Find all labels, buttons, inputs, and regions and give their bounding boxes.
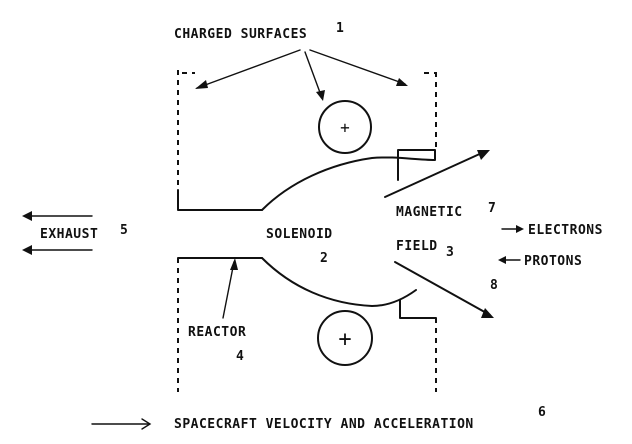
magnetic-number: 7 <box>488 201 496 216</box>
field-line-upper-head <box>477 150 490 160</box>
velocity-arrow-head <box>141 418 152 430</box>
charged-arrow-left-head <box>195 80 208 89</box>
upper-left-base <box>177 189 263 211</box>
velocity-number: 6 <box>538 405 546 420</box>
field-label: FIELD <box>396 239 438 254</box>
protons-arrow-head <box>498 256 506 264</box>
electrons-label: ELECTRONS <box>528 223 603 238</box>
upper-coil-plus: + <box>340 118 350 137</box>
lower-coil <box>317 310 373 366</box>
charged-surfaces-number: 1 <box>336 21 344 36</box>
field-number: 3 <box>446 245 454 260</box>
electrons-arrow-head <box>516 225 524 233</box>
charged-arrow-right <box>309 49 406 85</box>
upper-solenoid-arc <box>261 149 436 211</box>
solenoid-number: 2 <box>320 251 328 266</box>
exhaust-number: 5 <box>120 223 128 238</box>
reactor-pointer-head <box>230 258 238 270</box>
exhaust-label: EXHAUST <box>40 227 98 242</box>
reactor-label: REACTOR <box>188 325 246 340</box>
upper-coil <box>318 100 372 154</box>
lower-solenoid-arc <box>261 257 417 307</box>
charged-arrow-left <box>196 49 301 89</box>
charged-arrow-mid <box>304 51 323 99</box>
lower-coil-plus: + <box>338 327 351 352</box>
charged-arrow-right-head <box>396 78 408 86</box>
lower-right-step <box>399 299 437 319</box>
protons-label: PROTONS <box>524 254 582 269</box>
field-line-lower <box>394 261 491 316</box>
charged-arrow-mid-head <box>316 90 325 101</box>
velocity-label: SPACECRAFT VELOCITY AND ACCELERATION <box>174 417 474 432</box>
reactor-number: 4 <box>236 349 244 364</box>
charged-surfaces-label: CHARGED SURFACES <box>174 27 307 42</box>
field-line-lower-head <box>481 308 494 318</box>
solenoid-label: SOLENOID <box>266 227 333 242</box>
exhaust-arrow-upper-head <box>22 211 32 221</box>
field-lower-number: 8 <box>490 278 498 293</box>
reactor-pointer <box>222 261 235 319</box>
exhaust-arrow-lower-head <box>22 245 32 255</box>
magnetic-label: MAGNETIC <box>396 205 463 220</box>
field-line-upper <box>384 151 485 198</box>
